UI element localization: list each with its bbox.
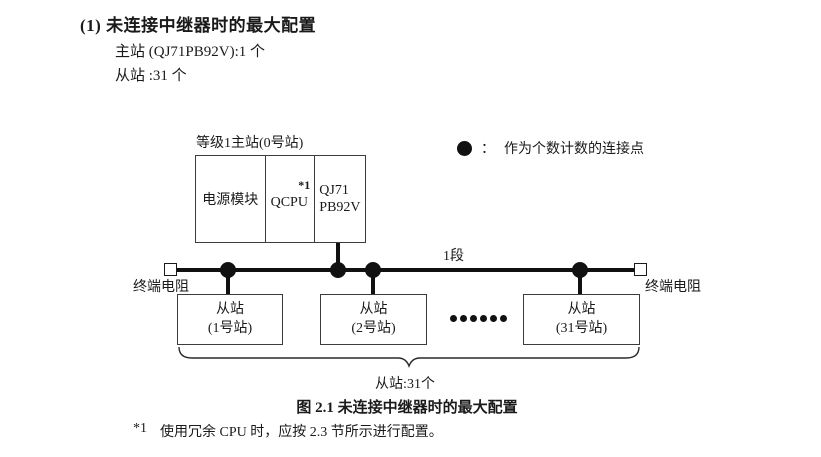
left-terminator-label: 终端电阻 [133,280,189,295]
connection-dot [572,262,588,278]
cpu-label: QCPU [270,195,308,210]
connection-dot [330,262,346,278]
connection-point-icon [457,140,472,156]
cpu-cell: *1 QCPU [266,156,316,242]
slave1-line1: 从站 [216,301,244,317]
slave31-line1: 从站 [567,301,596,317]
pb92v-cell: QJ71 PB92V [315,156,365,242]
slave2-drop-line [371,270,375,295]
slave31-drop-line [578,270,582,295]
underbrace [178,346,640,368]
footnote: *1 使用冗余 CPU 时，应按 2.3 节所示进行配置。 [133,421,443,441]
cpu-footnote-ref: *1 [298,178,311,192]
connection-dot [220,262,236,278]
pb92v-line2: PB92V [319,200,361,215]
power-module-cell: 电源模块 [196,156,266,242]
legend-separator: ： [481,142,495,157]
bus-line [171,268,641,272]
slave2-line2: (2号站) [351,320,396,336]
master-station-box: 电源模块 *1 QCPU QJ71 PB92V [195,155,366,243]
slave31-line2: (31号站) [555,320,608,336]
footnote-marker: *1 [133,421,147,436]
legend-label: 作为个数计数的连接点 [504,142,644,157]
slave2-line1: 从站 [359,301,388,317]
ellipsis-dots [450,315,507,322]
right-terminator-icon [634,263,647,276]
master-drop-line [336,243,340,270]
slave-station-31-box: 从站 (31号站) [523,294,640,345]
right-terminator-label: 终端电阻 [645,280,701,295]
slave-station-2-box: 从站 (2号站) [320,294,427,345]
footnote-text: 使用冗余 CPU 时，应按 2.3 节所示进行配置。 [160,425,443,440]
left-terminator-icon [164,263,177,276]
connection-dot [365,262,381,278]
pb92v-line1: QJ71 [319,182,349,198]
master-count-line: 主站 (QJ71PB92V):1 个 [115,44,266,60]
slave-station-1-box: 从站 (1号站) [177,294,283,345]
legend: ： 作为个数计数的连接点 [457,138,644,158]
figure-caption: 图 2.1 未连接中继器时的最大配置 [296,400,518,416]
segment-label: 1段 [443,249,464,264]
section-heading: (1) 未连接中继器时的最大配置 [80,16,317,35]
brace-label: 从站:31个 [375,377,435,392]
slave1-line2: (1号站) [207,320,253,336]
slave1-drop-line [226,270,230,295]
slave-count-line: 从站 :31 个 [115,68,187,84]
master-station-label: 等级1主站(0号站) [196,136,304,151]
